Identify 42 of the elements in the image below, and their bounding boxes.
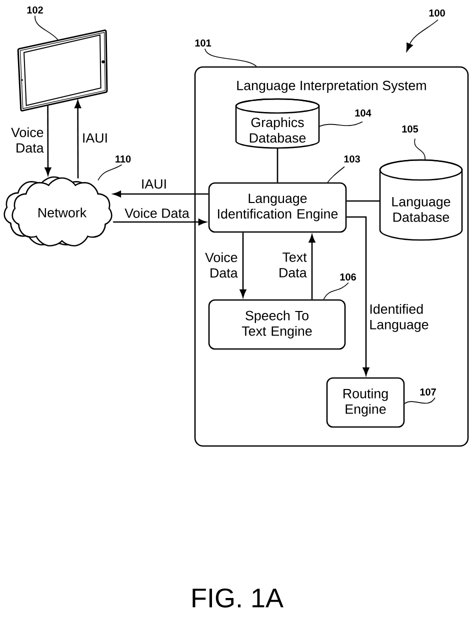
process-box: Language Identification Engine (208, 182, 347, 233)
leader-line (34, 15, 58, 40)
reference-numeral: 100 (429, 9, 445, 17)
process-box: Routing Engine (326, 377, 405, 428)
arrow (113, 218, 206, 226)
connector-line (346, 200, 380, 202)
edge-label: IAUI (142, 179, 166, 189)
arrow (44, 105, 52, 176)
leader-line (323, 282, 349, 300)
reference-numeral: 110 (116, 155, 131, 163)
arrow (346, 216, 370, 376)
arrow (240, 232, 246, 298)
leader-line (327, 166, 345, 183)
reference-numeral: 107 (420, 388, 436, 396)
leader-line (98, 164, 122, 181)
edge-label: Voice Data (205, 252, 238, 278)
leader-line (414, 138, 426, 160)
database-cylinder: Graphics Database (235, 98, 320, 149)
connector-line (276, 148, 278, 182)
arrow (113, 190, 208, 198)
database-cylinder: Language Database (379, 159, 463, 241)
leader-line (204, 48, 257, 67)
leader-line (404, 397, 436, 404)
edge-label: Identified Language (370, 304, 428, 332)
reference-numeral: 102 (27, 6, 43, 14)
cloud: Network (4, 176, 112, 246)
leader-line (318, 121, 363, 127)
edge-label: Voice Data (124, 208, 190, 218)
reference-numeral: 101 (195, 39, 212, 47)
edge-label: IAUI (83, 133, 107, 143)
figure-caption: FIG. 1A (192, 588, 284, 608)
reference-numeral: 105 (402, 125, 418, 133)
reference-numeral: 103 (344, 155, 360, 163)
arrow (74, 100, 82, 178)
edge-label: Text Data (280, 252, 307, 278)
reference-numeral: 106 (340, 273, 356, 281)
edge-label: Voice Data (11, 127, 44, 153)
reference-numeral: 104 (355, 109, 372, 117)
arrow (308, 234, 316, 300)
leader-arrow (406, 19, 438, 52)
tablet-drawing (17, 30, 108, 112)
process-box: Speech To Text Engine (208, 299, 346, 350)
